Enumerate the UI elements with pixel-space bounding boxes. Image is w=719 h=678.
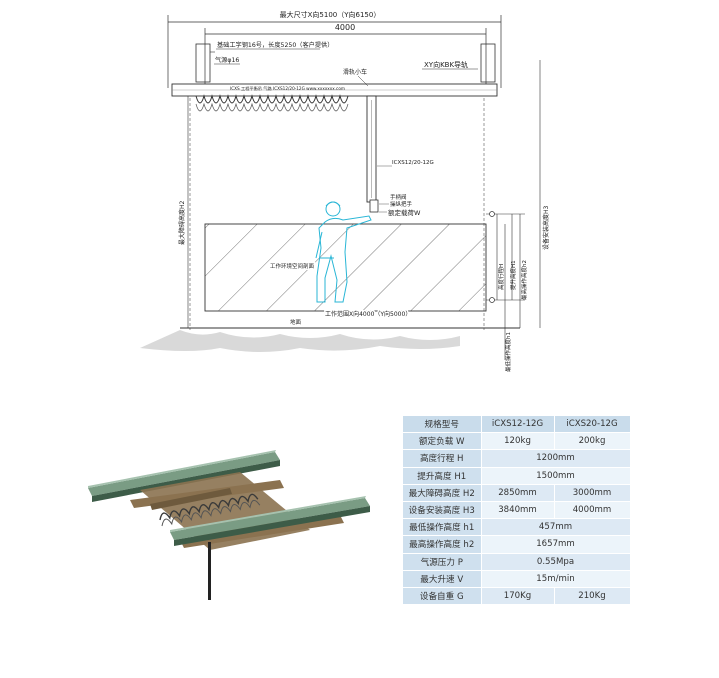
coil-hose <box>159 493 259 521</box>
label-cart: 滑轨小车 <box>343 68 367 76</box>
spec-row-value: 457mm <box>481 518 631 537</box>
product-illustration <box>88 450 370 600</box>
spec-row-label: 高度行程 H <box>403 449 482 468</box>
label-work-range: 工作范围X向4000（Y向5000） <box>325 310 411 318</box>
top-dimension: 最大尺寸X向5100（Y向6150） 4000 <box>167 10 502 88</box>
label-h3-right: 设备安装高度H3 <box>542 205 550 250</box>
label-grip: 操纵把手 <box>390 200 413 208</box>
spec-row-label: 提升高度 H1 <box>403 467 482 485</box>
spec-row-value: 2850mm <box>481 484 555 502</box>
label-ground: 地面 <box>290 318 302 326</box>
spec-row-label: 气源压力 P <box>403 553 482 571</box>
spec-row-value: 1500mm <box>481 467 631 485</box>
rail-back <box>88 450 280 502</box>
spec-row-value: 3840mm <box>481 501 555 520</box>
spec-row-label: 最大升速 V <box>403 570 482 588</box>
left-dimension: 最大障碍高度H2 <box>178 96 189 328</box>
label-h1-small: 最低操作高度h1 <box>504 332 512 372</box>
reference-lines <box>189 98 485 330</box>
technical-drawing: 最大尺寸X向5100（Y向6150） 4000 基础工字钢16号，长度5250（… <box>140 10 550 372</box>
spec-row-value: 170Kg <box>481 587 555 606</box>
rail-text: ICXS 工程平衡吊 气路 ICXS12/20-12G www.xxxxxxx.… <box>230 85 345 92</box>
spec-header-label: 规格型号 <box>403 416 482 434</box>
spec-header-model: iCXS12-12G <box>481 416 555 434</box>
spec-row-value: 120kg <box>481 432 555 451</box>
dim-4000: 4000 <box>335 23 355 32</box>
label-h1: 提升高度H1 <box>509 260 517 290</box>
spec-row-value: 3000mm <box>554 484 631 502</box>
lift-cylinder: ICXS12/20-12G 手柄阀 操纵把手 额定载荷W <box>366 95 434 217</box>
spec-row-label: 最低操作高度 h1 <box>403 518 482 537</box>
label-h2-left: 最大障碍高度H2 <box>178 200 186 245</box>
spec-row-label: 设备自重 G <box>403 587 482 606</box>
label-load: 额定载荷W <box>388 208 421 217</box>
spec-row-label: 设备安装高度 H3 <box>403 501 482 520</box>
spec-row-value: 1200mm <box>481 449 631 468</box>
rail-front <box>170 496 370 546</box>
label-track: XY向KBK导轨 <box>424 60 468 69</box>
spec-row-label: 最高操作高度 h2 <box>403 535 482 554</box>
label-model: ICXS12/20-12G <box>392 160 434 166</box>
spec-row-label: 额定负载 W <box>403 432 482 451</box>
spec-row-value: 15m/min <box>481 570 631 588</box>
operator-figure <box>315 201 372 303</box>
ground: 地面 <box>140 318 520 352</box>
dim-max-x: 最大尺寸X向5100（Y向6150） <box>280 10 381 19</box>
spec-header-model: iCXS20-12G <box>554 416 631 434</box>
spec-row-value: 210Kg <box>554 587 631 606</box>
label-h: 高度行程H <box>497 264 505 290</box>
label-air: 气源φ16 <box>215 56 239 64</box>
work-area: 工作环境空间剖面 工作范围X向4000（Y向5000） <box>204 223 487 320</box>
right-dimensions <box>486 60 541 360</box>
spec-row-value: 1657mm <box>481 535 631 554</box>
coiled-hose <box>195 94 349 104</box>
spec-row-value: 4000mm <box>554 501 631 520</box>
support-beam: 基础工字钢16号，长度5250（客户提供） 气源φ16 XY向KBK导轨 <box>195 41 496 83</box>
spec-row-value: 0.55Mpa <box>481 553 631 571</box>
label-handle: 手柄阀 <box>390 193 407 201</box>
label-work-area: 工作环境空间剖面 <box>270 262 315 270</box>
label-h2-small: 最高操作高度h2 <box>520 260 528 300</box>
spec-row-value: 200kg <box>554 432 631 451</box>
label-beam: 基础工字钢16号，长度5250（客户提供） <box>217 41 333 49</box>
lift-pole <box>208 542 211 600</box>
main-rail: ICXS 工程平衡吊 气路 ICXS12/20-12G www.xxxxxxx.… <box>171 68 498 112</box>
spec-row-label: 最大障碍高度 H2 <box>403 484 482 502</box>
